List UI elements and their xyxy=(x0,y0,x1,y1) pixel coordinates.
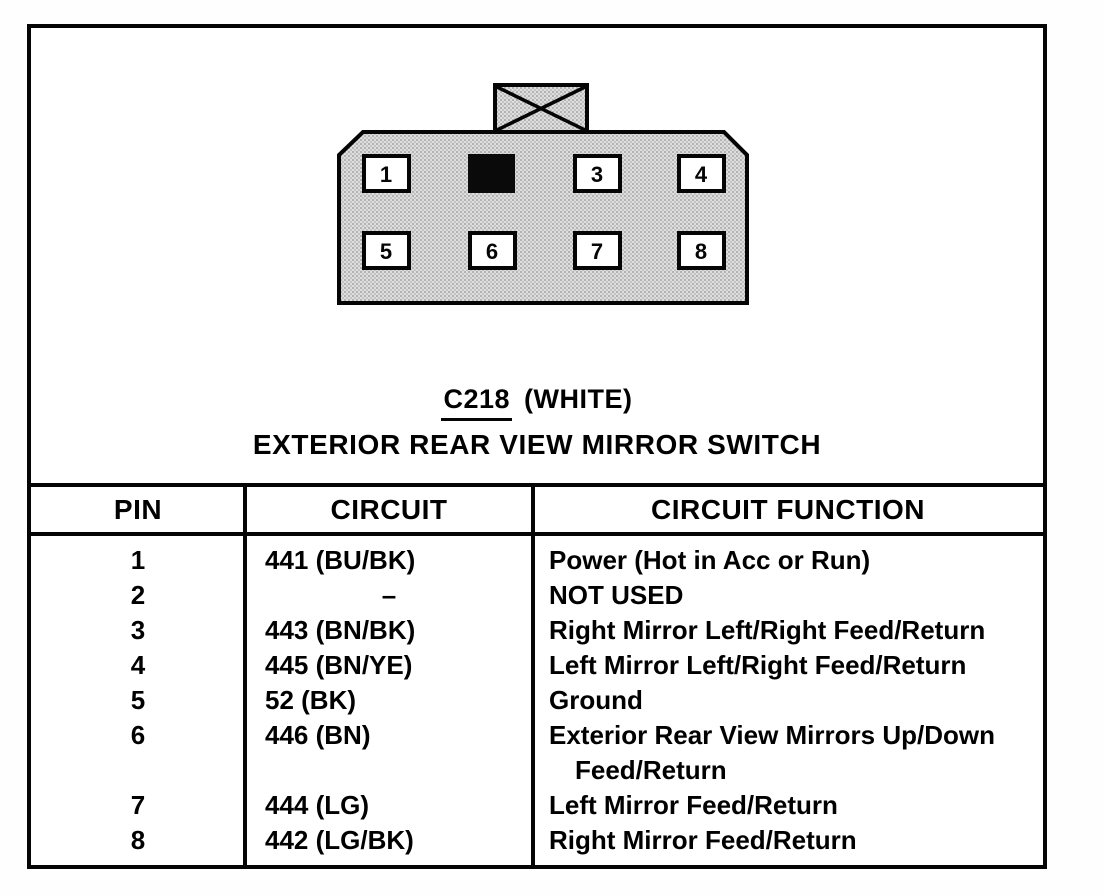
pin-6-box: 6 xyxy=(468,231,517,270)
circuit-cell: 52 (BK) xyxy=(265,685,357,715)
connector-drawing: 1 3 4 5 6 7 xyxy=(337,83,749,305)
circuit-cell: 446 (BN) xyxy=(265,720,371,750)
connector-lock-tab-icon xyxy=(493,83,589,134)
header-circuit: CIRCUIT xyxy=(330,494,448,525)
circuit-cell: 444 (LG) xyxy=(265,790,370,820)
function-line-2: Feed/Return xyxy=(575,755,727,785)
pin-8-box: 8 xyxy=(677,231,726,270)
pin-3-label: 3 xyxy=(591,162,603,187)
pin-cell: 6 xyxy=(130,720,146,750)
pin-3-box: 3 xyxy=(573,154,622,193)
pin-cell: 4 xyxy=(130,650,146,680)
function-cell: Exterior Rear View Mirrors Up/Down Feed/… xyxy=(533,718,1043,788)
circuit-cell: 445 (BN/YE) xyxy=(265,650,413,680)
header-circuit-function: CIRCUIT FUNCTION xyxy=(651,494,925,525)
table-header-row: PIN CIRCUIT CIRCUIT FUNCTION xyxy=(31,487,1043,536)
connector-color: (WHITE) xyxy=(524,384,633,414)
pin-4-label: 4 xyxy=(695,162,708,187)
pin-cell: 7 xyxy=(130,790,146,820)
pin-4-box: 4 xyxy=(677,154,726,193)
circuit-cell: 442 (LG/BK) xyxy=(265,825,414,855)
pin-1-box: 1 xyxy=(362,154,411,193)
pin-cell: 8 xyxy=(130,825,146,855)
function-cell: Left Mirror Left/Right Feed/Return xyxy=(549,650,967,680)
pin-5-label: 5 xyxy=(380,239,392,264)
function-cell: Ground xyxy=(549,685,643,715)
column-divider xyxy=(243,487,247,865)
connector-title: EXTERIOR REAR VIEW MIRROR SWITCH xyxy=(252,429,822,460)
table-body: 1 441 (BU/BK) Power (Hot in Acc or Run) … xyxy=(31,536,1043,858)
pin-5-box: 5 xyxy=(362,231,411,270)
pin-cell: 3 xyxy=(130,615,146,645)
connector-sheet: 1 3 4 5 6 7 xyxy=(27,24,1047,869)
function-cell: Power (Hot in Acc or Run) xyxy=(549,545,871,575)
function-cell: Right Mirror Left/Right Feed/Return xyxy=(549,615,986,645)
circuit-cell: – xyxy=(381,580,397,610)
function-cell: Right Mirror Feed/Return xyxy=(549,825,857,855)
header-pin: PIN xyxy=(113,494,163,525)
pin-1-label: 1 xyxy=(380,162,392,187)
circuit-cell: 441 (BU/BK) xyxy=(265,545,416,575)
function-cell: NOT USED xyxy=(549,580,684,610)
pin-cell: 2 xyxy=(130,580,146,610)
pinout-table: PIN CIRCUIT CIRCUIT FUNCTION 1 441 (BU/B… xyxy=(31,483,1043,865)
circuit-cell: 443 (BN/BK) xyxy=(265,615,416,645)
connector-id-caption: C218 (WHITE) xyxy=(31,384,1043,421)
function-cell: Left Mirror Feed/Return xyxy=(549,790,838,820)
connector-id: C218 xyxy=(441,384,513,421)
column-divider xyxy=(531,487,535,865)
pin-cell: 5 xyxy=(130,685,146,715)
function-line-1: Exterior Rear View Mirrors Up/Down xyxy=(549,720,995,750)
pin-2-blocked-box xyxy=(468,154,515,193)
pin-7-label: 7 xyxy=(591,239,603,264)
pin-8-label: 8 xyxy=(695,239,707,264)
pin-cell: 1 xyxy=(130,545,146,575)
connector-body xyxy=(337,130,749,305)
pin-7-box: 7 xyxy=(573,231,622,270)
pin-6-label: 6 xyxy=(486,239,498,264)
